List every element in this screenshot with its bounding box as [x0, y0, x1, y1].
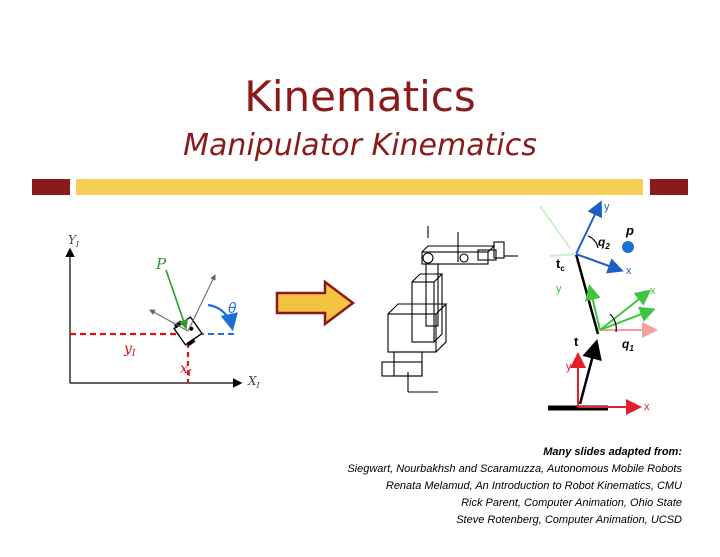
x-coord-label: xI	[180, 361, 192, 379]
decor-bar-right	[650, 179, 688, 195]
credit-line: Steve Rotenberg, Computer Animation, UCS…	[456, 514, 682, 526]
y-coord-label: yI	[123, 341, 136, 359]
theta-label: θ	[228, 301, 237, 317]
robot-arm-schematic	[381, 226, 518, 393]
x-label-green: x	[650, 285, 656, 297]
manipulator-frames-diagram: p q2 q1 tc t y x y x y x	[539, 200, 658, 415]
credit-line: Renata Melamud, An Introduction to Robot…	[385, 480, 682, 492]
x-label-blue: x	[626, 265, 632, 277]
credits-block: Many slides adapted from: Siegwart, Nour…	[347, 444, 682, 529]
y-label-green: y	[556, 283, 562, 295]
decor-bar-left	[32, 179, 70, 195]
slide-title: Kinematics	[244, 72, 476, 121]
mobile-robot-diagram: YI XI P θ yI xI	[65, 233, 261, 390]
point-p-label: P	[155, 255, 167, 273]
transition-arrow	[275, 279, 356, 327]
credit-line: Siegwart, Nourbakhsh and Scaramuzza, Aut…	[347, 463, 682, 475]
slide-subtitle: Manipulator Kinematics	[183, 128, 537, 163]
y-label-red: y	[566, 361, 572, 373]
y-axis-label: YI	[68, 233, 80, 249]
point-p-label: p	[625, 223, 634, 238]
q1-label: q1	[622, 337, 634, 353]
q2-label: q2	[598, 235, 610, 251]
decor-bar-middle	[76, 179, 643, 195]
y-label-blue: y	[604, 201, 610, 213]
credit-line: Rick Parent, Computer Animation, Ohio St…	[461, 497, 682, 509]
t-label: t	[574, 334, 579, 349]
credits-heading: Many slides adapted from:	[543, 446, 682, 458]
x-label-red: x	[644, 401, 650, 413]
x-axis-label: XI	[247, 374, 261, 390]
tc-label: tc	[556, 256, 565, 273]
